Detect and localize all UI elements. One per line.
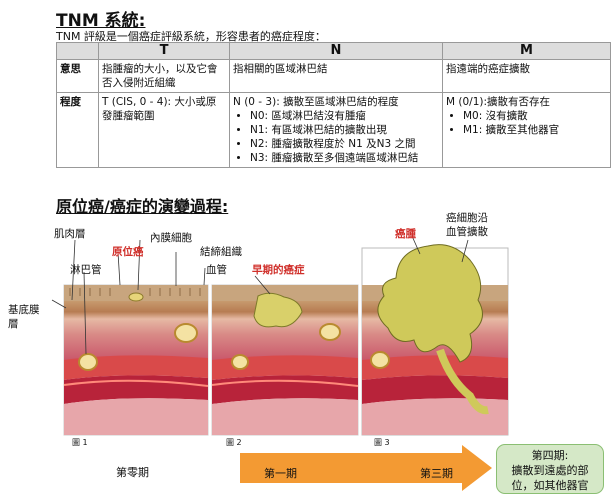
panel-label-1: 圖 1: [72, 438, 88, 447]
header-empty: [56, 42, 99, 60]
table-header-row: T N M: [56, 42, 611, 60]
n-intro: N (0 - 3): 擴散至區域淋巴結的程度: [233, 96, 399, 108]
label-early-cancer: 早期的癌症: [252, 264, 305, 276]
list-item: N3: 腫瘤擴散至多個遠端區域淋巴結: [250, 151, 439, 165]
panel-label-3: 圖 3: [374, 438, 390, 447]
m-intro: M (0/1):擴散有否存在: [446, 96, 551, 108]
label-epithelial: 內膜細胞: [150, 232, 192, 244]
header-n: N: [229, 42, 443, 60]
header-m: M: [442, 42, 611, 60]
stage-4-line-2: 位，如其他器官: [511, 479, 589, 492]
stage-1-label: 第一期: [264, 467, 297, 480]
label-lymph: 淋巴管: [70, 264, 102, 276]
row-label: 意思: [56, 59, 99, 93]
cell-t-meaning: 指腫瘤的大小，以及它會否入侵附近組織: [98, 59, 230, 93]
stage-4-box: 第四期: 擴散到遠處的部 位，如其他器官: [496, 444, 604, 494]
list-item: M1: 擴散至其他器官: [463, 123, 607, 137]
label-vessel: 血管: [206, 264, 227, 276]
stage-0-label: 第零期: [116, 466, 149, 479]
list-item: N0: 區域淋巴結沒有腫瘤: [250, 109, 439, 123]
stage-3-label: 第三期: [420, 467, 453, 480]
label-connective: 結締組織: [200, 246, 242, 258]
cell-n-degree: N (0 - 3): 擴散至區域淋巴結的程度 N0: 區域淋巴結沒有腫瘤 N1:…: [229, 92, 443, 168]
cell-m-degree: M (0/1):擴散有否存在 M0: 沒有擴散 M1: 擴散至其他器官: [442, 92, 611, 168]
label-spread-2: 血管擴散: [446, 226, 488, 238]
cell-m-meaning: 指遠端的癌症擴散: [442, 59, 611, 93]
stage-arrow: [240, 445, 492, 491]
panel-2-illustration: [211, 275, 359, 436]
cell-t-degree: T (CIS, 0 - 4): 大小或原發腫瘤範圍: [98, 92, 230, 168]
label-basement-2: 層: [8, 318, 19, 330]
page-title: TNM 系統:: [56, 11, 146, 31]
list-item: M0: 沒有擴散: [463, 109, 607, 123]
cell-n-meaning: 指相關的區域淋巴結: [229, 59, 443, 93]
row-label: 程度: [56, 92, 99, 168]
table-row: 意思 指腫瘤的大小，以及它會否入侵附近組織 指相關的區域淋巴結 指遠端的癌症擴散: [56, 59, 611, 93]
panel-label-2: 圖 2: [226, 438, 242, 447]
n-list: N0: 區域淋巴結沒有腫瘤 N1: 有區域淋巴結的擴散出現 N2: 腫瘤擴散程度…: [233, 109, 439, 165]
m-list: M0: 沒有擴散 M1: 擴散至其他器官: [446, 109, 607, 137]
list-item: N1: 有區域淋巴結的擴散出現: [250, 123, 439, 137]
section-title: 原位癌/癌症的演變過程:: [56, 197, 229, 216]
label-muscle: 肌肉層: [54, 228, 86, 240]
label-in-situ: 原位癌: [112, 246, 144, 258]
label-cancer: 癌腫: [395, 228, 416, 240]
tnm-table: T N M 意思 指腫瘤的大小，以及它會否入侵附近組織 指相關的區域淋巴結 指遠…: [56, 42, 611, 168]
label-spread: 癌細胞沿: [446, 212, 488, 224]
stage-4-line-1: 擴散到遠處的部: [511, 464, 589, 477]
header-t: T: [98, 42, 230, 60]
stage-4-title: 第四期:: [531, 449, 569, 462]
page-subtitle: TNM 評級是一個癌症評級系統，形容患者的癌症程度：: [56, 30, 326, 43]
label-basement: 基底膜: [8, 304, 40, 316]
panel-3-illustration: [361, 235, 509, 436]
list-item: N2: 腫瘤擴散程度於 N1 及N3 之間: [250, 137, 439, 151]
table-row: 程度 T (CIS, 0 - 4): 大小或原發腫瘤範圍 N (0 - 3): …: [56, 92, 611, 168]
